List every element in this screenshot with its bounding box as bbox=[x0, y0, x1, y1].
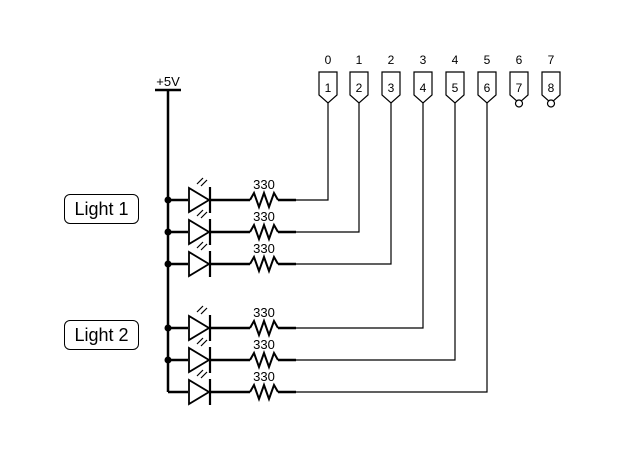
pin-shape bbox=[381, 71, 401, 104]
emission-arrow-icon bbox=[196, 337, 204, 345]
signal-wire bbox=[296, 103, 488, 393]
connector-pin-2: 12 bbox=[349, 53, 369, 104]
pin-top-label: 6 bbox=[516, 53, 523, 67]
pin-shape bbox=[477, 71, 497, 104]
emission-arrow-icon bbox=[196, 209, 204, 217]
emission-arrow-icon bbox=[196, 177, 204, 185]
pin-number-label: 6 bbox=[484, 81, 491, 95]
emission-arrow-icon bbox=[200, 179, 208, 187]
emission-arrow-icon bbox=[196, 241, 204, 249]
pin-top-label: 0 bbox=[325, 53, 332, 67]
pin-shape bbox=[445, 71, 465, 104]
pin-top-label: 2 bbox=[388, 53, 395, 67]
resistor-value: 330 bbox=[253, 209, 275, 224]
led-diode-icon bbox=[188, 218, 211, 246]
inversion-bubble-icon bbox=[514, 99, 524, 108]
emission-arrow-icon bbox=[200, 243, 208, 251]
emission-arrow-icon bbox=[200, 371, 208, 379]
connector-pin-6: 56 bbox=[477, 53, 497, 104]
pin-number-label: 1 bbox=[325, 81, 332, 95]
led-row-1: 330 bbox=[164, 103, 329, 214]
pin-shape bbox=[541, 71, 561, 104]
pin-top-label: 1 bbox=[356, 53, 363, 67]
led-rows: 330 330 330 330 330 330 bbox=[164, 103, 488, 406]
led-diode-icon bbox=[188, 250, 211, 278]
pin-top-label: 5 bbox=[484, 53, 491, 67]
pin-number-label: 3 bbox=[388, 81, 395, 95]
pin-shape bbox=[413, 71, 433, 104]
resistor-icon bbox=[249, 318, 279, 338]
supply-label: +5V bbox=[156, 74, 180, 89]
led-row-2: 330 bbox=[164, 103, 360, 246]
led-diode-icon bbox=[188, 186, 211, 214]
resistor-icon bbox=[249, 382, 279, 402]
signal-wire bbox=[296, 103, 392, 265]
signal-wire bbox=[296, 103, 424, 329]
emission-arrow-icon bbox=[196, 305, 204, 313]
connector-pin-4: 34 bbox=[413, 53, 433, 104]
pin-number-label: 7 bbox=[516, 81, 523, 95]
resistor-value: 330 bbox=[253, 369, 275, 384]
led-row-6: 330 bbox=[168, 103, 488, 406]
led-diode-icon bbox=[188, 314, 211, 342]
inversion-bubble-icon bbox=[546, 99, 556, 108]
signal-wire bbox=[296, 103, 360, 233]
led-row-4: 330 bbox=[164, 103, 424, 342]
pin-top-label: 4 bbox=[452, 53, 459, 67]
resistor-icon bbox=[249, 222, 279, 242]
connector-pin-5: 45 bbox=[445, 53, 465, 104]
pin-top-label: 7 bbox=[548, 53, 555, 67]
connector-pin-8: 78 bbox=[541, 53, 561, 108]
pin-number-label: 5 bbox=[452, 81, 459, 95]
pin-top-label: 3 bbox=[420, 53, 427, 67]
resistor-value: 330 bbox=[253, 241, 275, 256]
led-diode-icon bbox=[188, 378, 211, 406]
emission-arrow-icon bbox=[196, 369, 204, 377]
led-row-5: 330 bbox=[164, 103, 456, 374]
emission-arrow-icon bbox=[200, 211, 208, 219]
group-label-light-2: Light 2 bbox=[64, 320, 139, 350]
led-diode-icon bbox=[188, 346, 211, 374]
resistor-value: 330 bbox=[253, 305, 275, 320]
emission-arrow-icon bbox=[200, 307, 208, 315]
resistor-icon bbox=[249, 350, 279, 370]
connector-pin-1: 01 bbox=[318, 53, 338, 104]
pin-shape bbox=[318, 71, 338, 104]
pin-number-label: 4 bbox=[420, 81, 427, 95]
led-row-3: 330 bbox=[164, 103, 392, 278]
resistor-icon bbox=[249, 190, 279, 210]
resistor-value: 330 bbox=[253, 177, 275, 192]
connector-pin-7: 67 bbox=[509, 53, 529, 108]
resistor-icon bbox=[249, 254, 279, 274]
resistor-value: 330 bbox=[253, 337, 275, 352]
signal-wire bbox=[296, 103, 329, 201]
pin-shape bbox=[509, 71, 529, 104]
connector-pin-3: 23 bbox=[381, 53, 401, 104]
pin-number-label: 2 bbox=[356, 81, 363, 95]
pin-number-label: 8 bbox=[548, 81, 555, 95]
group-label-light-1: Light 1 bbox=[64, 194, 139, 224]
signal-wire bbox=[296, 103, 456, 361]
emission-arrow-icon bbox=[200, 339, 208, 347]
pin-shape bbox=[349, 71, 369, 104]
